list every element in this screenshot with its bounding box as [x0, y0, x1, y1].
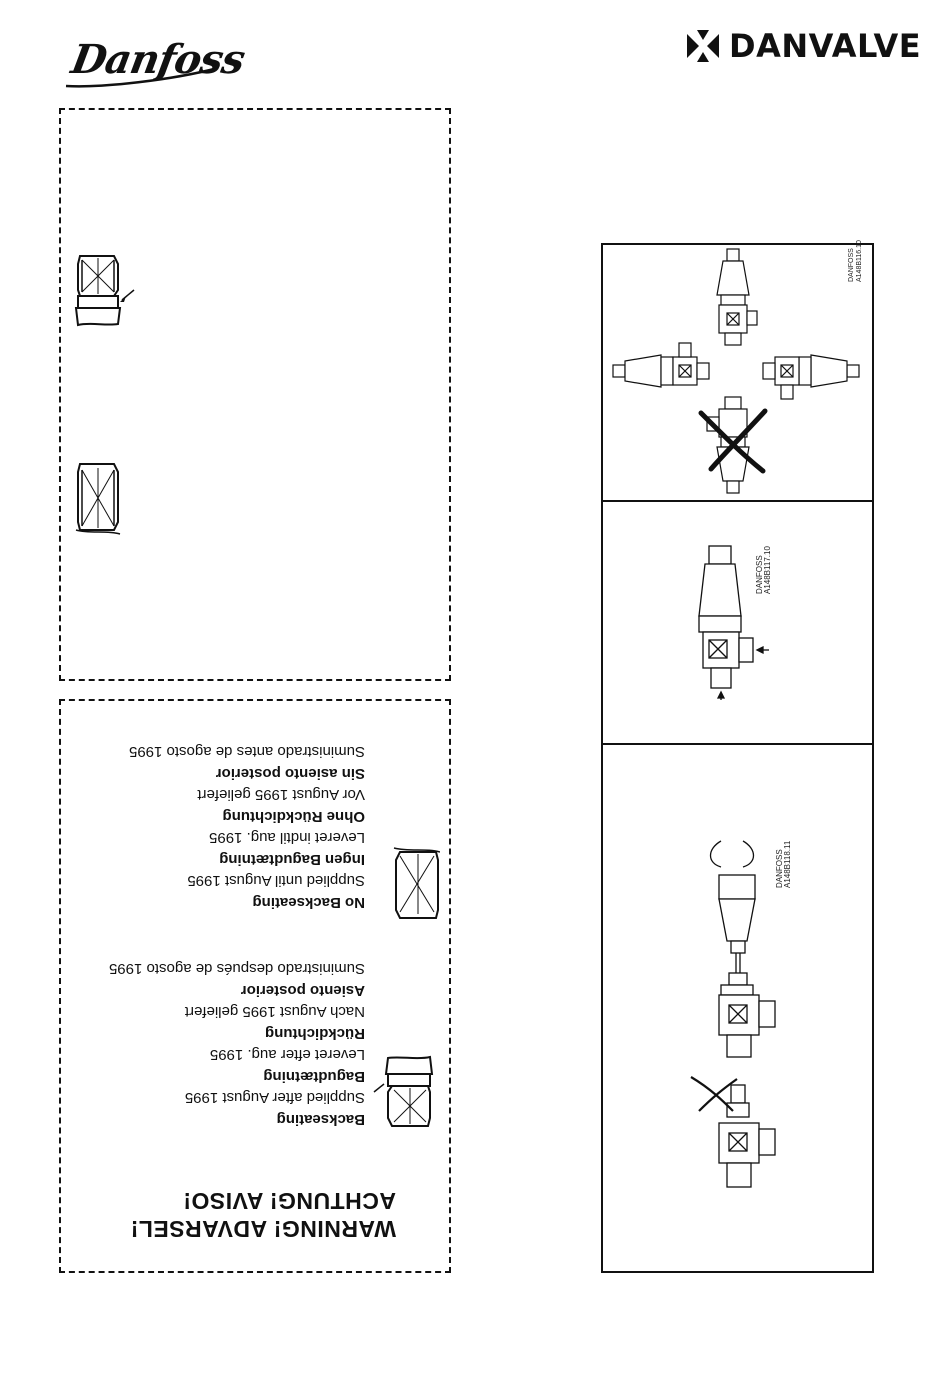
figure-divider-2 — [601, 743, 874, 745]
figure-divider-1 — [601, 500, 874, 502]
backseating-desc-da: Leveret efter aug. 1995 — [209, 1046, 365, 1064]
backseating-cap-icon — [74, 255, 135, 327]
cap-illustration-box — [59, 108, 451, 681]
no-backseating-title-de: Ohne Rückdichtung — [222, 808, 366, 825]
figure2-reference-code: DANFOSS A148B117.10 — [755, 546, 772, 594]
no-backseating-desc-da: Leveret indtil aug. 1995 — [209, 829, 365, 847]
danfoss-logo-text: Danfoss — [67, 36, 248, 83]
no-backseating-text-block: No Backseating Supplied until August 199… — [129, 741, 365, 913]
warning-heading-line1: WARNING! ADVARSEL! — [130, 1216, 396, 1242]
flow-direction-figure — [698, 545, 769, 700]
backseating-title-en: Backseating — [276, 1111, 365, 1128]
no-backseating-title-es: Sin asiento posterior — [215, 765, 365, 782]
backseating-desc-en: Supplied after August 1995 — [184, 1089, 365, 1107]
backseating-desc-de: Nach August 1995 geliefert — [184, 1003, 365, 1021]
mounting-orientation-figure — [612, 248, 860, 494]
no-backseating-desc-de: Vor August 1995 geliefert — [197, 786, 365, 804]
installation-figures-frame — [601, 243, 874, 1273]
danfoss-logo: Danfoss — [62, 30, 248, 92]
backseating-title-es: Asiento posterior — [240, 982, 365, 999]
backseating-title-da: Bagudtætning — [263, 1068, 365, 1085]
warning-heading: WARNING! ADVARSEL! ACHTUNG! AVISO! — [66, 1187, 396, 1243]
no-backseating-title-en: No Backseating — [252, 894, 365, 911]
backseating-title-de: Rückdichtung — [265, 1025, 365, 1042]
warning-panel-rotated: WARNING! ADVARSEL! ACHTUNG! AVISO! Backs… — [59, 699, 451, 1273]
figure3-reference-code: DANFOSS A148B118.11 — [775, 840, 792, 888]
figure1-reference-code: DANFOSS A148B116.10 — [848, 240, 863, 282]
no-backseating-desc-es: Suministrado antes de agosto 1995 — [129, 743, 365, 761]
warning-backseating-cap-icon — [373, 1055, 434, 1127]
danvalve-mark-icon — [687, 30, 719, 62]
warning-box — [59, 699, 451, 1273]
backseating-desc-es: Suministrado después de agosto 1995 — [108, 960, 365, 978]
danvalve-logo: DANVALVE — [685, 26, 921, 66]
backseating-text-block: Backseating Supplied after August 1995 B… — [109, 958, 365, 1130]
danvalve-wordmark: DANVALVE — [729, 27, 922, 65]
warning-heading-line2: ACHTUNG! AVISO! — [182, 1188, 396, 1214]
no-backseating-cap-icon — [75, 463, 121, 535]
no-backseating-desc-en: Supplied until August 1995 — [187, 872, 365, 890]
no-backseating-title-da: Ingen Bagudtætning — [219, 851, 365, 868]
cap-removal-figure — [690, 840, 776, 1188]
warning-no-backseating-cap-icon — [393, 847, 440, 919]
